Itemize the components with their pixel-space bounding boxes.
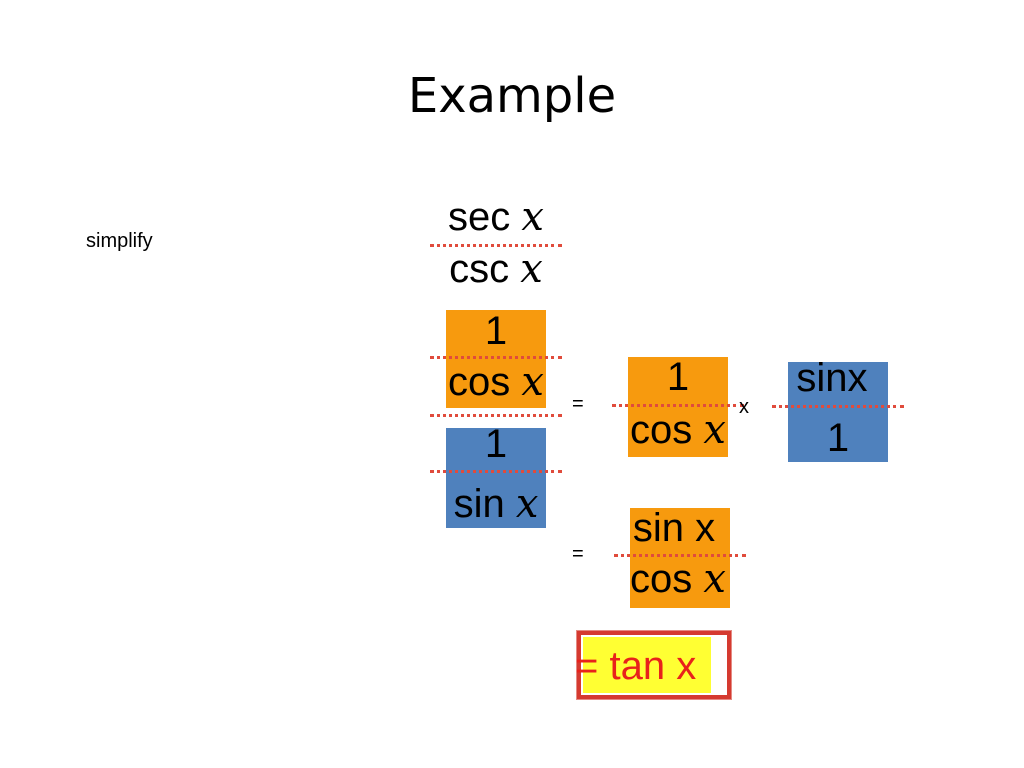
original-denominator: csc x (449, 246, 543, 292)
step1-right-numerator: sinx (796, 356, 868, 400)
equals-sign-1: = (572, 393, 584, 415)
original-numerator: sec x (448, 194, 544, 240)
multiply-sign: x (739, 396, 749, 418)
step2-numerator: sin x (632, 506, 716, 550)
complex-bottom-box (446, 428, 546, 528)
step1-right-box (788, 362, 888, 462)
answer-text: = tan x (575, 644, 697, 688)
complex-bottom-denominator: sin x (453, 481, 539, 527)
step1-left-box (628, 357, 728, 457)
complex-top-fraction-bar (430, 356, 562, 359)
step1-right-denominator: 1 (826, 416, 850, 460)
complex-main-fraction-bar (430, 414, 562, 417)
instruction-text: simplify (86, 230, 153, 252)
complex-bottom-numerator: 1 (484, 422, 508, 466)
step1-left-fraction-bar (612, 404, 744, 407)
step2-box (630, 508, 730, 608)
original-fraction-bar (430, 244, 562, 247)
slide-title: Example (407, 68, 617, 124)
complex-top-numerator: 1 (484, 309, 508, 353)
complex-bottom-fraction-bar (430, 470, 562, 473)
complex-top-box (446, 310, 546, 408)
answer-frame (577, 631, 731, 699)
step1-left-denominator: cos x (630, 407, 726, 453)
answer-highlight (583, 637, 711, 693)
complex-top-denominator: cos x (448, 359, 544, 405)
step1-right-fraction-bar (772, 405, 904, 408)
step2-denominator: cos x (630, 556, 726, 602)
equals-sign-2: = (572, 543, 584, 565)
step1-left-numerator: 1 (666, 355, 690, 399)
step2-fraction-bar (614, 554, 746, 557)
